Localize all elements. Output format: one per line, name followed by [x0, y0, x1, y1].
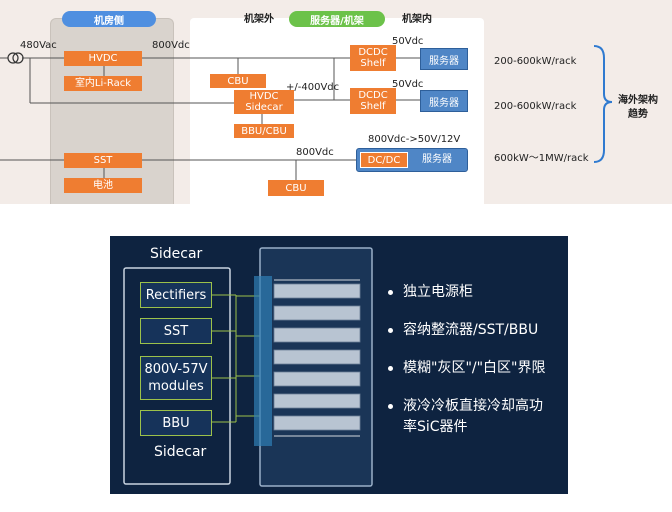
cbu-bottom-input-label: 800Vdc [296, 147, 334, 158]
bullet-1-text: 独立电源柜 [403, 284, 473, 300]
wiring-lines [0, 45, 613, 180]
server-3-label: 服务器 [422, 154, 452, 165]
outside-rack-label: 机架外 [244, 14, 274, 25]
module-sst: SST [140, 318, 212, 344]
sidecar-output-label: +/-400Vdc [286, 82, 340, 93]
bullet-1: 独立电源柜 [388, 282, 473, 303]
bullet-3: 模糊"灰区"/"白区"界限 [388, 358, 545, 379]
bbu-cbu-box: BBU/CBU [234, 124, 294, 138]
bullet-4: 液冷冷板直接冷却高功 率SiC器件 [388, 396, 558, 438]
bullet-3-text: 模糊"灰区"/"白区"界限 [403, 360, 546, 376]
sst-box: SST [64, 153, 142, 168]
transformer-icon [7, 52, 24, 64]
li-rack-box: 室内Li-Rack [64, 76, 142, 91]
dcdc-shelf-1-box: DCDC Shelf [350, 45, 396, 71]
room-side-zone [50, 18, 174, 204]
dcdc-3-box: DC/DC [360, 152, 408, 168]
trend-label: 海外架构 趋势 [618, 95, 658, 120]
bullet-dot-icon [388, 327, 393, 333]
server-rack-icon [254, 247, 373, 487]
bullet-4-text: 液冷冷板直接冷却高功 率SiC器件 [403, 398, 543, 435]
hvdc-box: HVDC [64, 51, 142, 66]
server-1-box: 服务器 [420, 48, 468, 70]
dcdc-shelf-2-box: DCDC Shelf [350, 88, 396, 114]
bullet-dot-icon [388, 365, 393, 371]
rack-illustration [123, 247, 373, 487]
hvdc-output-label: 800Vdc [152, 40, 190, 51]
bullet-dot-icon [388, 289, 393, 295]
power-level-1: 200-600kW/rack [494, 56, 577, 67]
bullet-2: 容纳整流器/SST/BBU [388, 320, 538, 341]
cbu-bottom-box: CBU [268, 180, 324, 196]
shelf1-input-label: 50Vdc [392, 36, 424, 47]
bullet-2-text: 容纳整流器/SST/BBU [403, 322, 539, 338]
module-rectifiers: Rectifiers [140, 282, 212, 308]
inside-rack-label: 机架内 [402, 14, 432, 25]
ac-input-label: 480Vac [20, 40, 57, 51]
sidecar-slide: Sidecar Rectifiers SST 800V-57V modules … [110, 236, 568, 494]
room-side-pill: 机房侧 [62, 11, 156, 27]
sidecar-footer: Sidecar [154, 444, 207, 460]
module-800v-57v: 800V-57V modules [140, 356, 212, 400]
bullet-dot-icon [388, 404, 393, 409]
power-architecture-diagram: 机房侧 机架外 服务器/机架 机架内 480Vac 800Vdc +/-400V… [0, 0, 672, 204]
module-bbu: BBU [140, 410, 212, 436]
power-level-2: 200-600kW/rack [494, 101, 577, 112]
cbu-top-box: CBU [210, 74, 266, 88]
hvdc-sidecar-box: HVDC Sidecar [234, 90, 294, 114]
dcdc-conversion-label: 800Vdc->50V/12V [368, 134, 461, 145]
power-level-3: 600kW～1MW/rack [494, 153, 589, 164]
brace-icon [593, 45, 613, 163]
shelf2-input-label: 50Vdc [392, 79, 424, 90]
server-2-box: 服务器 [420, 90, 468, 112]
sidecar-title: Sidecar [150, 246, 203, 262]
battery-box: 电池 [64, 178, 142, 193]
server-rack-pill: 服务器/机架 [289, 11, 385, 27]
